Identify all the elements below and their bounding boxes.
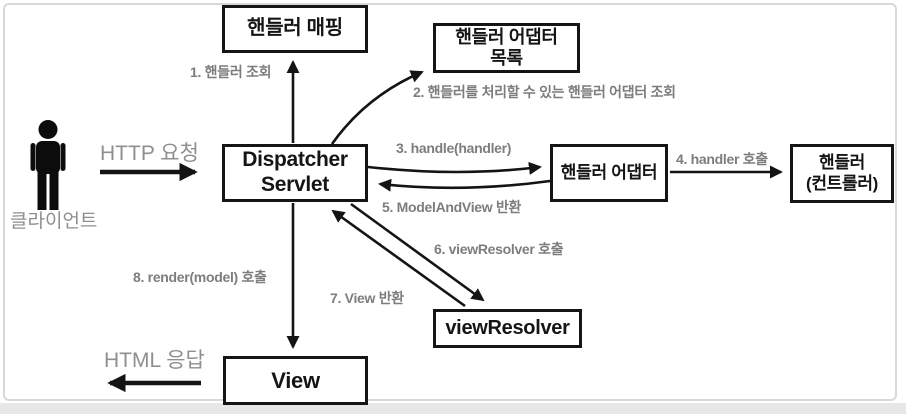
- arrow-step5-modelandview-return: [378, 178, 551, 192]
- box-handler-adapter-list-line1: 핸들러 어댑터: [455, 26, 558, 47]
- arrow-step2-adapter-lookup: [330, 70, 424, 145]
- label-step5: 5. ModelAndView 반환: [382, 199, 522, 215]
- box-handler-mapping: 핸들러 매핑: [222, 5, 368, 53]
- box-handler-controller-line1: 핸들러: [818, 153, 866, 173]
- label-step1: 1. 핸들러 조회: [190, 64, 272, 80]
- label-step4: 4. handler 호출: [676, 151, 768, 167]
- label-step8: 8. render(model) 호출: [133, 269, 267, 285]
- arrow-step7-view-return: [331, 209, 466, 308]
- box-dispatcher-servlet: Dispatcher Servlet: [222, 144, 368, 202]
- box-handler-controller: 핸들러 (컨트롤러): [790, 144, 894, 203]
- box-dispatcher-servlet-line2: Servlet: [261, 173, 329, 196]
- box-handler-adapter: 핸들러 어댑터: [550, 144, 668, 202]
- box-view: View: [223, 356, 368, 405]
- box-view-resolver: viewResolver: [433, 309, 582, 348]
- bottom-strip: [0, 403, 906, 414]
- box-view-resolver-label: viewResolver: [445, 316, 570, 339]
- box-dispatcher-servlet-line1: Dispatcher: [242, 148, 348, 172]
- arrow-step3-handle-handler: [367, 161, 542, 175]
- label-step2: 2. 핸들러를 처리할 수 있는 핸들러 어댑터 조회: [413, 84, 676, 100]
- box-handler-mapping-label: 핸들러 매핑: [247, 17, 343, 40]
- client-person-icon: [30, 120, 66, 210]
- box-handler-adapter-label: 핸들러 어댑터: [560, 162, 658, 182]
- label-step3: 3. handle(handler): [396, 140, 512, 156]
- box-view-label: View: [271, 367, 320, 393]
- label-client: 클라이언트: [10, 211, 98, 232]
- box-handler-controller-line2: (컨트롤러): [805, 173, 879, 193]
- label-html-response: HTML 응답: [104, 349, 205, 372]
- label-step6: 6. viewResolver 호출: [434, 241, 564, 257]
- box-handler-adapter-list: 핸들러 어댑터 목록: [433, 23, 580, 73]
- label-step7: 7. View 반환: [330, 290, 404, 306]
- label-http-request: HTTP 요청: [100, 142, 199, 165]
- box-handler-adapter-list-line2: 목록: [490, 48, 523, 68]
- arrow-step6-viewresolver-call: [350, 202, 485, 302]
